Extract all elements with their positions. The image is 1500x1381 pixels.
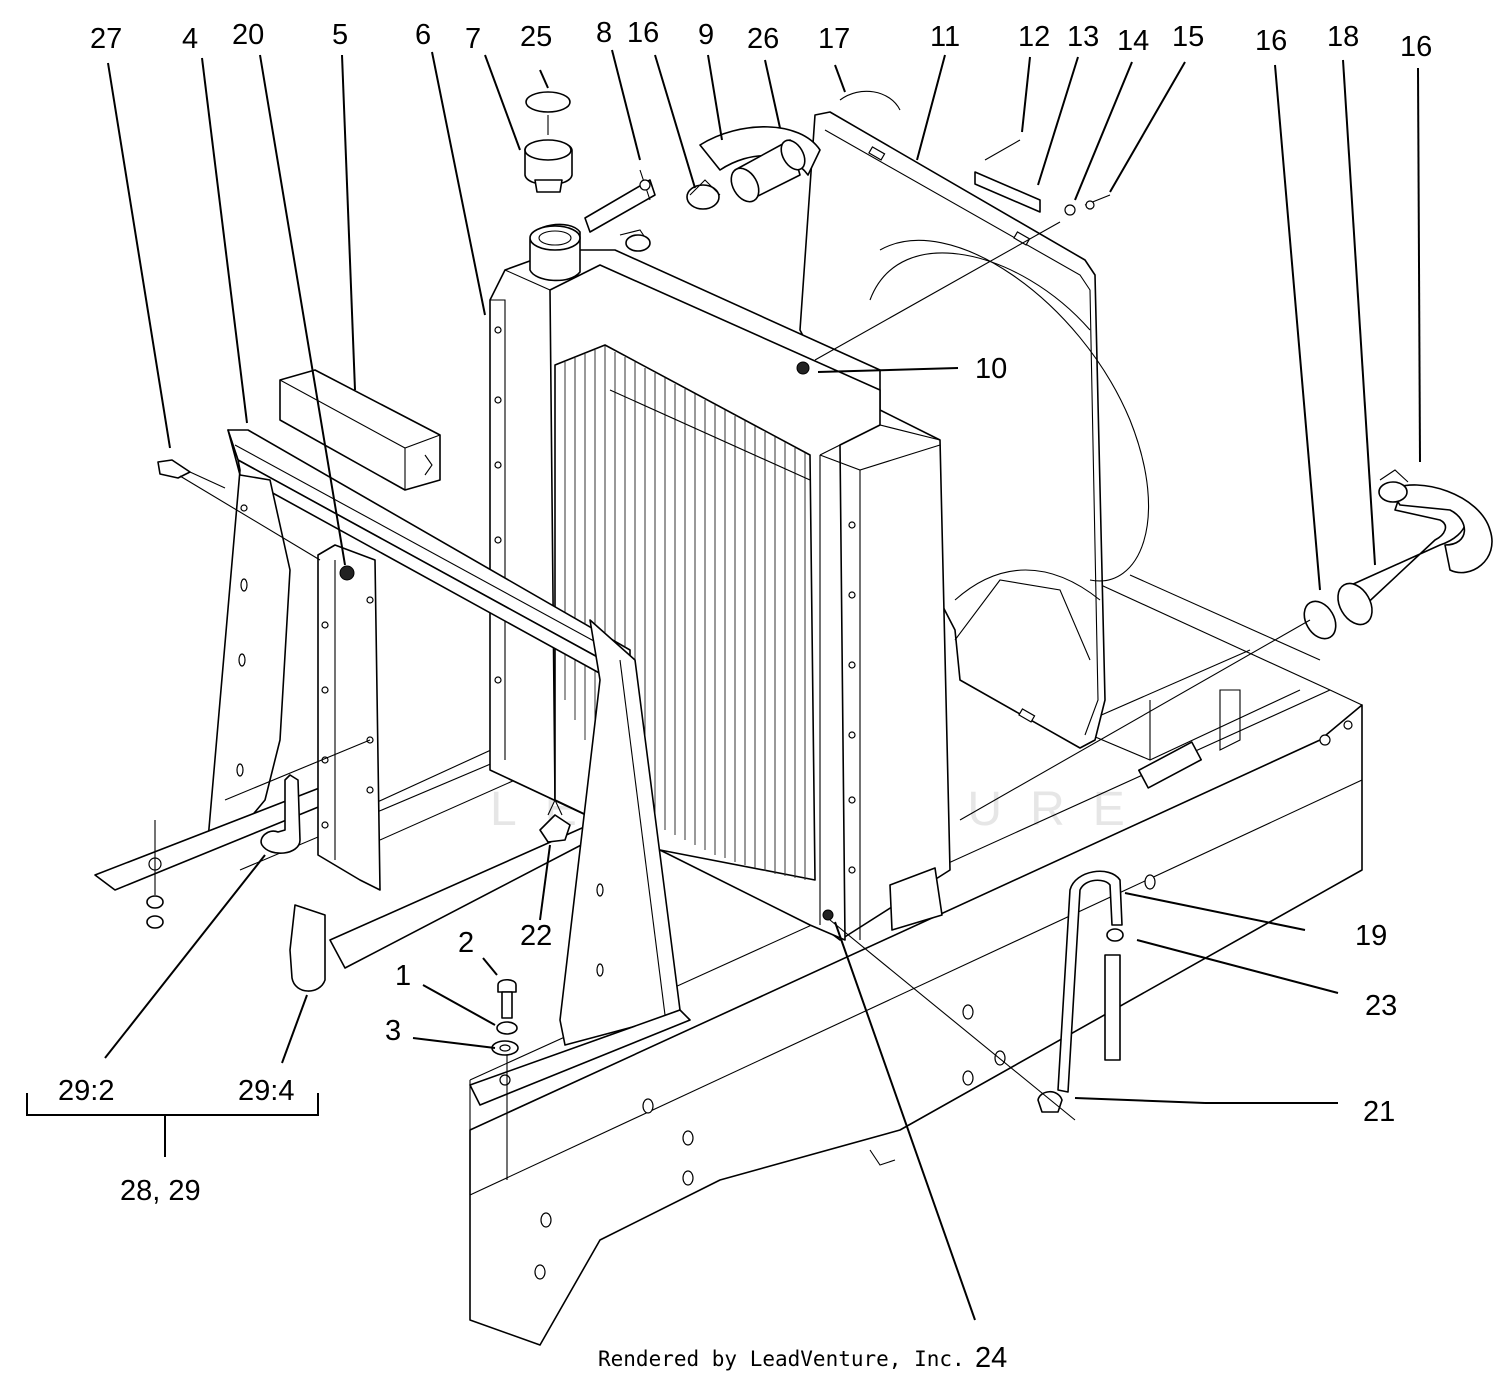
- leader-lines: [26, 49, 1421, 1321]
- callout-7: 7: [465, 23, 481, 55]
- callout-labels: 27 4 20 5 6 7 25 8 16 9 26 17 11 12 13 1…: [58, 17, 1432, 1374]
- callout-16-right: 16: [1255, 25, 1287, 57]
- callout-1: 1: [395, 960, 411, 992]
- cap-gasket: [525, 91, 571, 113]
- callout-18: 18: [1327, 21, 1359, 53]
- lower-hose: [1303, 469, 1493, 640]
- callout-26: 26: [747, 23, 779, 55]
- callout-13: 13: [1067, 21, 1099, 53]
- fasteners: [146, 459, 571, 1056]
- callout-9: 9: [698, 19, 714, 51]
- foam-block: [279, 369, 441, 491]
- callout-17: 17: [818, 23, 850, 55]
- chassis-frame: [239, 574, 1363, 1346]
- callout-10: 10: [975, 353, 1007, 385]
- center-lines: [154, 115, 1311, 1180]
- callout-22: 22: [520, 920, 552, 952]
- callout-16-far-right: 16: [1400, 31, 1432, 63]
- overflow-tube: [584, 169, 656, 233]
- upper-hose: [686, 126, 821, 210]
- callout-23: 23: [1365, 990, 1397, 1022]
- callout-11: 11: [930, 21, 960, 53]
- callout-19: 19: [1355, 920, 1387, 952]
- rendered-by-credit: Rendered by LeadVenture, Inc.: [598, 1347, 965, 1371]
- callout-25: 25: [520, 21, 552, 53]
- callout-5: 5: [332, 19, 348, 51]
- callout-12: 12: [1018, 21, 1050, 53]
- callout-20: 20: [232, 19, 264, 51]
- callout-16-upper: 16: [627, 17, 659, 49]
- callout-24: 24: [975, 1342, 1007, 1374]
- radiator-cap: [524, 139, 573, 193]
- callout-4: 4: [182, 23, 198, 55]
- callout-29-4: 29:4: [238, 1075, 294, 1107]
- callout-15: 15: [1172, 21, 1204, 53]
- callout-2: 2: [458, 927, 474, 959]
- callout-3: 3: [385, 1015, 401, 1047]
- callout-14: 14: [1117, 25, 1149, 57]
- callout-29-2: 29:2: [58, 1075, 114, 1107]
- hose-clips: [260, 774, 326, 992]
- callout-28-29: 28, 29: [120, 1175, 201, 1207]
- overflow-hose: [1037, 870, 1124, 1113]
- callout-6: 6: [415, 19, 431, 51]
- baffle-plate: [317, 544, 381, 891]
- shroud-hardware: [974, 139, 1111, 216]
- callout-27: 27: [90, 23, 122, 55]
- callout-8: 8: [596, 17, 612, 49]
- callout-21: 21: [1363, 1096, 1395, 1128]
